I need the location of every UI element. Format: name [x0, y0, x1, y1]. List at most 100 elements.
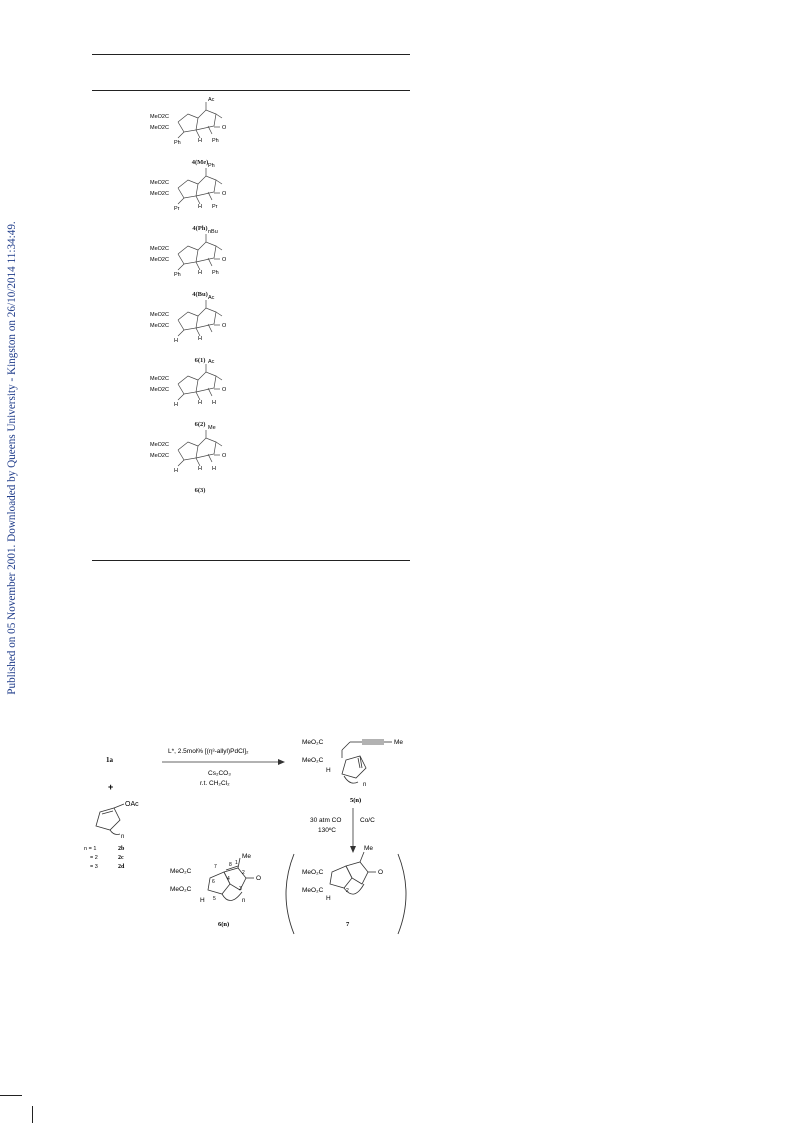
bottom-right-text: Pr: [212, 204, 218, 210]
structure-drawing: MeO2C MeO2C Ph O Pr H Pr: [150, 163, 227, 212]
reactant-1a-label: 1a: [106, 756, 114, 764]
product-6-structure: [207, 857, 254, 901]
product7-h: H: [326, 895, 331, 902]
product6-ketone-o: O: [256, 875, 261, 882]
product7-ketone-o: O: [378, 869, 383, 876]
ketone-o-text: O: [222, 453, 227, 459]
ester-top-text: MeO2C: [150, 442, 169, 448]
product5-label: 5(n): [350, 797, 361, 804]
structure-label: 4(Me): [191, 159, 209, 166]
plus-sign: +: [108, 782, 113, 792]
product5-me: Me: [394, 739, 403, 746]
ester-top-text: MeO2C: [150, 376, 169, 382]
table-structure-5: MeO2C MeO2C Ac O H H H 6(2): [148, 358, 252, 428]
reaction-arrow-2: [350, 808, 356, 853]
ester-top-text: MeO2C: [150, 180, 169, 186]
table-structure-2: MeO2C MeO2C Ph O Pr H Pr 4(Ph): [148, 162, 252, 232]
bottom-left-text: Ph: [174, 140, 181, 146]
table-structure-6: MeO2C MeO2C Me O H H H 6(3): [148, 424, 252, 494]
structure-label: 4(Bu): [192, 291, 208, 298]
n-value-2: = 2: [90, 855, 98, 861]
h-text: H: [198, 270, 202, 276]
table-top-rule: [92, 54, 410, 55]
ester-bottom-text: MeO2C: [150, 453, 169, 459]
bottom-left-text: Pr: [174, 206, 180, 212]
allyl-acetate-ring: [95, 803, 125, 835]
bottom-left-text: H: [174, 338, 178, 344]
bottom-right-text: Ph: [212, 138, 219, 144]
top-substituent-text: Me: [208, 425, 216, 431]
ester-bottom-text: MeO2C: [150, 387, 169, 393]
product5-ester-1: MeO₂C: [302, 739, 324, 746]
product6-ester-2: MeO₂C: [170, 886, 192, 893]
top-substituent-text: Ac: [208, 295, 215, 301]
product6-num-8: 8: [229, 862, 232, 868]
footer-mark-horizontal: [0, 1095, 22, 1096]
structure-drawing: MeO2C MeO2C nBu O Ph H Ph: [150, 229, 227, 278]
footer-mark-vertical: [32, 1106, 33, 1123]
product6-num-4: 4: [227, 876, 230, 882]
ketone-o-text: O: [222, 125, 227, 131]
bottom-left-text: H: [174, 402, 178, 408]
h-text: H: [198, 204, 202, 210]
product5-ester-2: MeO₂C: [302, 757, 324, 764]
ester-bottom-text: MeO2C: [150, 191, 169, 197]
product6-num-1: 1: [235, 860, 238, 866]
product6-h: H: [200, 897, 205, 904]
top-substituent-text: Ac: [208, 359, 215, 365]
table-bottom-rule: [92, 560, 410, 561]
structure-drawing: MeO2C MeO2C Ac O Ph H Ph: [150, 97, 227, 146]
product7-ester-2: MeO₂C: [302, 887, 324, 894]
product6-label: 6(n): [218, 921, 229, 928]
arrow1-base: Cs₂CO₃: [208, 770, 231, 777]
bottom-right-text: H: [212, 400, 216, 406]
download-watermark: Published on 05 November 2001. Downloade…: [2, 221, 22, 694]
compound-2c: 2c: [118, 855, 124, 861]
bottom-left-text: Ph: [174, 272, 181, 278]
product6-me: Me: [242, 853, 251, 860]
reaction-scheme: 1a + OAc n n = 1 2b = 2 2c = 3 2d L*, 2.…: [84, 739, 407, 935]
product6-ester-1: MeO₂C: [170, 868, 192, 875]
product5-n: n: [363, 782, 366, 788]
n-list: n = 1 2b = 2 2c = 3 2d: [84, 846, 125, 870]
compound-2b: 2b: [118, 846, 125, 852]
reaction-arrow-1: [162, 759, 285, 765]
product6-num-3: 3: [239, 886, 242, 892]
structure-label: 6(1): [194, 357, 206, 364]
product7-ester-1: MeO₂C: [302, 869, 324, 876]
product7-label: 7: [346, 921, 350, 928]
product7-num-2: 2: [346, 888, 349, 894]
ketone-o-text: O: [222, 323, 227, 329]
arrow1-conditions-above: L*, 2.5mol% [(η³-allyl)PdCl]₂: [168, 748, 249, 755]
table-structure-4: MeO2C MeO2C Ac O H H 6(1): [148, 294, 252, 364]
h-text: H: [198, 336, 202, 342]
arrow2-temperature: 130ºC: [318, 827, 336, 834]
table-structure-3: MeO2C MeO2C nBu O Ph H Ph 4(Bu): [148, 228, 252, 298]
product6-num-2: 2: [242, 870, 245, 876]
ester-bottom-text: MeO2C: [150, 257, 169, 263]
top-substituent-text: nBu: [208, 229, 218, 235]
right-parenthesis: [397, 853, 407, 935]
arrow2-catalyst: Co/C: [360, 817, 375, 824]
top-substituent-text: Ph: [208, 163, 215, 169]
product6-num-5: 5: [213, 896, 216, 902]
ester-top-text: MeO2C: [150, 312, 169, 318]
ester-top-text: MeO2C: [150, 246, 169, 252]
n-value-3: = 3: [90, 864, 98, 870]
arrow1-solvent: r.t. CH₂Cl₂: [200, 780, 230, 787]
bottom-right-text: Ph: [212, 270, 219, 276]
product6-num-7: 7: [214, 864, 217, 870]
bottom-left-text: H: [174, 468, 178, 474]
product7-me: Me: [364, 845, 373, 852]
ester-bottom-text: MeO2C: [150, 323, 169, 329]
structure-drawing: MeO2C MeO2C Ac O H H H: [150, 359, 227, 408]
left-parenthesis: [285, 853, 295, 935]
ketone-o-text: O: [222, 257, 227, 263]
h-text: H: [198, 138, 202, 144]
oac-text: OAc: [125, 801, 139, 808]
compound-2d: 2d: [118, 864, 125, 870]
n-value-1: n = 1: [84, 846, 96, 852]
arrow2-pressure: 30 atm CO: [310, 817, 341, 824]
table-header-rule: [92, 90, 410, 91]
product-7-structure: [329, 851, 376, 895]
